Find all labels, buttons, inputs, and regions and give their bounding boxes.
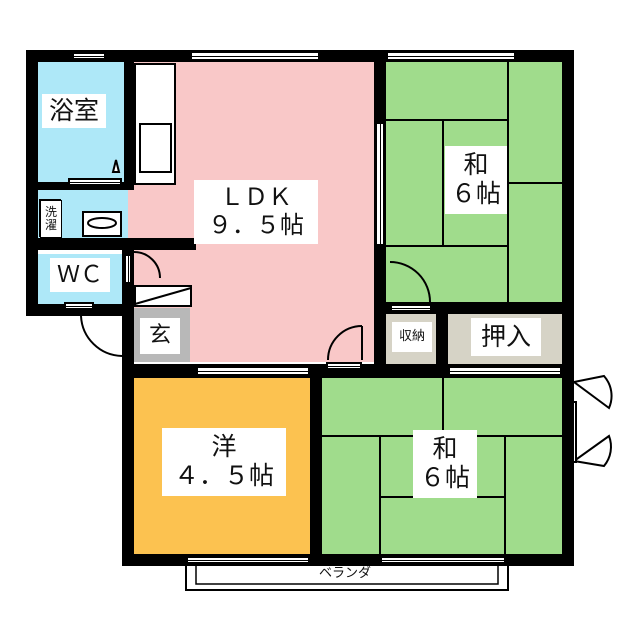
room-label-washitsu-south: 和 ６帖 [413, 430, 477, 498]
wall [26, 304, 134, 316]
laundry-label-1: 洗 [44, 204, 57, 219]
room-label-entrance: 玄 [140, 318, 180, 354]
window [68, 178, 122, 186]
wall [122, 250, 134, 554]
storage-label: 収納 [398, 328, 425, 344]
ldk-label-1: ＬＤＫ [220, 183, 292, 212]
window [196, 366, 310, 376]
wall [26, 182, 134, 190]
window [326, 362, 362, 370]
room-label-wc: ＷＣ [50, 258, 110, 292]
window [72, 52, 106, 60]
youshitsu-label-2: ４．５帖 [173, 461, 274, 490]
room-label-storage: 収納 [392, 322, 432, 352]
room-label-oshiire: 押入 [471, 318, 541, 356]
balcony-text: ベランダ [318, 565, 371, 581]
bath-label: 浴室 [48, 95, 99, 125]
window [386, 51, 516, 61]
washitsu-north-label-1: 和 [463, 150, 489, 180]
window [390, 304, 432, 312]
room-label-bath: 浴室 [42, 94, 106, 128]
window [375, 122, 385, 246]
window [190, 51, 320, 61]
oshiire-label: 押入 [480, 321, 531, 351]
window [64, 302, 94, 310]
room-label-washitsu-north: 和 ６帖 [445, 146, 507, 214]
window [186, 556, 310, 564]
washitsu-north-label-2: ６帖 [450, 179, 501, 208]
washitsu-south-label-2: ６帖 [419, 463, 470, 492]
laundry-label-2: 濯 [44, 218, 57, 232]
wall [124, 50, 134, 190]
window [380, 556, 506, 564]
ldk-label-2: ９．５帖 [208, 211, 304, 239]
room-label-ldk: ＬＤＫ ９．５帖 [194, 180, 318, 244]
youshitsu-label-1: 洋 [211, 432, 237, 462]
wc-label: ＷＣ [57, 261, 103, 288]
wall [26, 238, 196, 250]
room-label-laundry: 洗 濯 [40, 200, 62, 238]
window [124, 254, 132, 284]
balcony-label: ベランダ [310, 566, 380, 582]
washitsu-south-label-1: 和 [432, 434, 458, 464]
window [448, 366, 562, 376]
room-label-youshitsu: 洋 ４．５帖 [162, 428, 286, 496]
wall [436, 302, 448, 376]
entrance-label: 玄 [148, 323, 171, 349]
wall [310, 364, 322, 566]
